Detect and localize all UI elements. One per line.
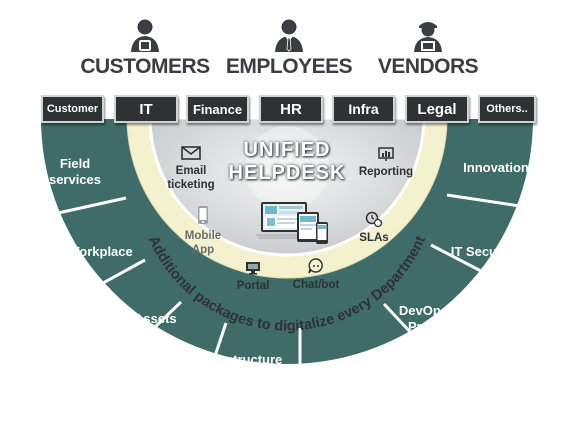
tab-others[interactable]: Others.. xyxy=(478,95,536,123)
feature-chatbot: Chat/bot xyxy=(288,258,344,292)
tab-label: Customer xyxy=(46,103,99,115)
package-label: Automation xyxy=(305,360,379,375)
segment-dividers xyxy=(39,193,534,397)
tab-legal[interactable]: Legal xyxy=(405,95,469,123)
monitor-icon xyxy=(246,262,260,275)
tab-label: Others.. xyxy=(486,103,528,115)
tab-customer[interactable]: Customer xyxy=(41,95,104,123)
stakeholder-employees: EMPLOYEES xyxy=(219,18,359,78)
package-label: Management xyxy=(397,335,463,347)
package-infrastructure-monitoring[interactable]: Infrastructure Monitoring xyxy=(187,352,293,384)
package-innovation[interactable]: Innovation xyxy=(456,160,536,176)
package-label: Field xyxy=(59,156,91,171)
package-label: Infrastructure xyxy=(197,352,283,367)
package-label: services xyxy=(48,172,102,187)
feature-mobile-app: Mobile App xyxy=(176,205,230,257)
package-devops-project-management[interactable]: DevOps & Project Management xyxy=(388,303,472,347)
chat-bubble-icon xyxy=(308,258,323,274)
package-label: Project xyxy=(407,319,453,334)
title-line-2: HELPDESK xyxy=(228,162,346,184)
helpdesk-core xyxy=(148,116,426,257)
feature-label: Chat/bot xyxy=(292,279,340,291)
tab-label: Infra xyxy=(348,101,379,117)
package-field-services[interactable]: Field services xyxy=(40,156,110,188)
feature-label: ticketing xyxy=(167,179,215,191)
feature-email-ticketing: Email ticketing xyxy=(166,146,216,192)
title-line-1: UNIFIED xyxy=(243,139,331,161)
tab-label: HR xyxy=(280,100,302,118)
feature-label: Portal xyxy=(236,280,270,292)
tab-label: Legal xyxy=(417,100,457,118)
package-it-assets[interactable]: IT Assets xyxy=(108,311,188,327)
tab-it[interactable]: IT xyxy=(114,95,178,123)
stakeholder-vendors: VENDORS xyxy=(358,18,498,78)
package-label: Workplace xyxy=(67,244,133,259)
report-icon xyxy=(378,147,394,161)
package-label: Innovation xyxy=(463,160,529,175)
package-it-security[interactable]: IT Security xyxy=(438,244,530,260)
stakeholder-customers: CUSTOMERS xyxy=(75,18,215,78)
helpdesk-title: UNIFIED HELPDESK xyxy=(200,139,374,185)
multi-device-icon xyxy=(255,202,328,244)
feature-label: Mobile xyxy=(184,230,222,242)
feature-label: App xyxy=(191,244,215,256)
tab-label: IT xyxy=(139,100,153,118)
package-label: IT Security xyxy=(450,244,518,259)
stakeholder-label: EMPLOYEES xyxy=(225,55,353,78)
envelope-icon xyxy=(181,146,201,160)
feature-label: SLAs xyxy=(359,232,389,244)
package-label: Monitoring xyxy=(206,368,274,383)
package-automation[interactable]: Automation xyxy=(297,360,387,376)
tab-label: Finance xyxy=(192,101,243,117)
package-label: DevOps & xyxy=(398,303,462,318)
clock-icon xyxy=(365,211,383,228)
tab-hr[interactable]: HR xyxy=(259,95,323,123)
feature-slas: SLAs xyxy=(356,211,392,245)
package-label: IT Assets xyxy=(119,311,177,326)
tab-finance[interactable]: Finance xyxy=(186,95,249,123)
stakeholder-label: CUSTOMERS xyxy=(80,55,210,78)
tab-infra[interactable]: Infra xyxy=(332,95,395,123)
feature-reporting: Reporting xyxy=(354,147,418,179)
stakeholder-label: VENDORS xyxy=(377,55,479,78)
employee-person-icon xyxy=(275,19,303,52)
vendor-person-icon xyxy=(414,22,442,52)
feature-portal: Portal xyxy=(233,261,273,293)
feature-label: Email xyxy=(175,165,207,177)
package-workplace[interactable]: Workplace xyxy=(55,244,145,260)
mobile-phone-icon xyxy=(198,206,208,224)
feature-label: Reporting xyxy=(358,166,414,178)
customer-person-icon xyxy=(131,19,159,52)
